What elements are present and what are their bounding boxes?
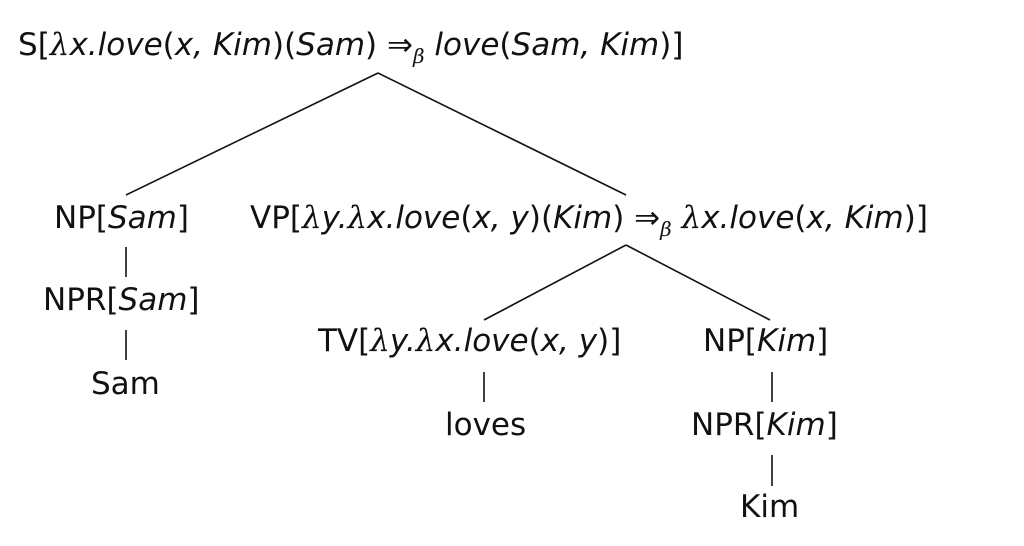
- node-tv-var-x: x.: [435, 323, 464, 359]
- node-npr-kim-semantics: Kim: [766, 407, 826, 443]
- lambda-symbol: λ: [49, 27, 70, 63]
- beta-reduction-arrow: ⇒: [634, 200, 661, 236]
- beta-reduction-arrow: ⇒: [387, 27, 413, 63]
- edge-s-np: [125, 72, 379, 196]
- word-kim: Kim: [740, 489, 800, 525]
- node-s-result-args: Sam, Kim: [511, 27, 660, 63]
- node-npr-sam-semantics: Sam: [118, 282, 188, 318]
- node-vp-function: love: [395, 200, 461, 236]
- edge-vp-tv: [483, 244, 627, 321]
- node-npr-kim: NPR[Kim]: [691, 407, 838, 443]
- edge-s-vp: [377, 72, 627, 196]
- node-s-var: x.: [69, 27, 98, 63]
- node-s-function: love: [97, 27, 163, 63]
- node-np-kim: NP[Kim]: [703, 323, 829, 359]
- node-vp-result-args: x, Kim: [806, 200, 904, 236]
- node-s-args: x, Kim: [174, 27, 272, 63]
- node-vp-var-x: x.: [367, 200, 396, 236]
- node-s-category: S: [18, 27, 38, 63]
- node-s-result-function: love: [434, 27, 500, 63]
- lambda-symbol: λ: [302, 200, 322, 236]
- node-tv-args: x, y: [540, 323, 598, 359]
- node-tv-function: love: [463, 323, 529, 359]
- node-np-sam: NP[Sam]: [54, 200, 189, 236]
- node-s: S[λx.love(x, Kim)(Sam) ⇒β love(Sam, Kim)…: [18, 27, 684, 68]
- node-vp-result-function: love: [729, 200, 795, 236]
- node-np-kim-semantics: Kim: [757, 323, 817, 359]
- node-vp-applied-arg: Kim: [553, 200, 613, 236]
- node-vp-args: x, y: [472, 200, 529, 236]
- node-vp-var-y: y.: [321, 200, 348, 236]
- node-vp-result-var: x.: [701, 200, 730, 236]
- node-tv-category: TV: [318, 323, 359, 359]
- word-loves: loves: [445, 407, 527, 443]
- lambda-symbol: λ: [347, 200, 368, 236]
- node-tv: TV[λy.λx.love(x, y)]: [318, 323, 622, 359]
- node-vp-category: VP: [250, 200, 290, 236]
- node-s-applied-arg: Sam: [296, 27, 366, 63]
- node-vp: VP[λy.λx.love(x, y)(Kim) ⇒β λx.love(x, K…: [250, 200, 928, 241]
- lambda-symbol: λ: [370, 323, 390, 359]
- node-np-sam-semantics: Sam: [108, 200, 177, 236]
- node-npr-sam: NPR[Sam]: [43, 282, 200, 318]
- lambda-symbol: λ: [681, 200, 702, 236]
- beta-subscript: β: [660, 217, 672, 241]
- word-sam: Sam: [91, 366, 160, 402]
- lambda-symbol: λ: [415, 323, 436, 359]
- node-npr-sam-category: NPR: [43, 282, 107, 318]
- node-tv-var-y: y.: [389, 323, 416, 359]
- edge-vp-np-kim: [625, 244, 771, 321]
- beta-subscript: β: [412, 44, 425, 68]
- node-np-kim-category: NP: [703, 323, 745, 359]
- node-np-sam-category: NP: [54, 200, 96, 236]
- node-npr-kim-category: NPR: [691, 407, 755, 443]
